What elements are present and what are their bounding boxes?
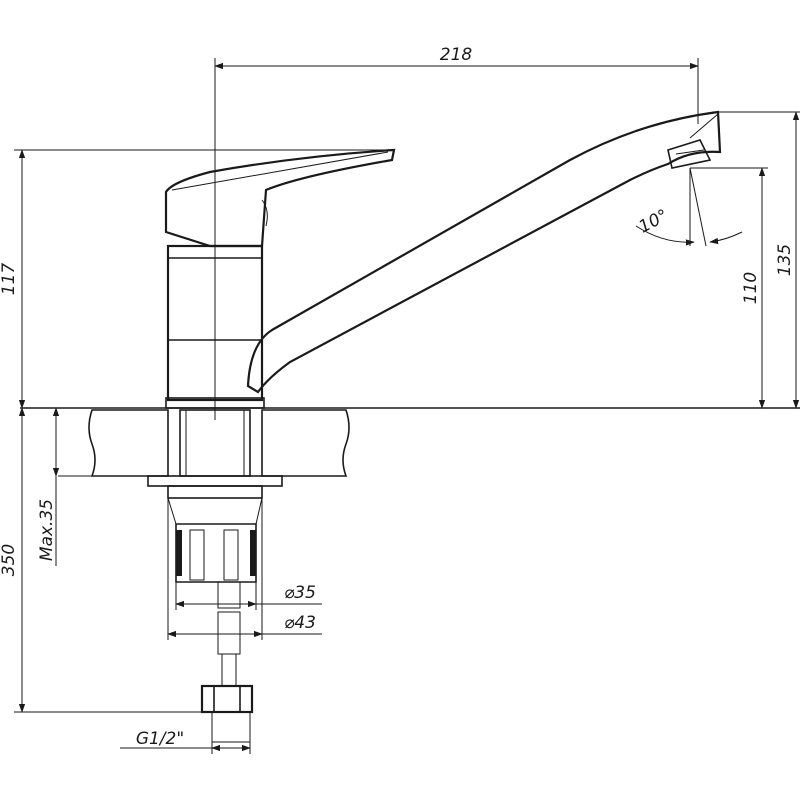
dimension-110: 110 <box>690 167 768 409</box>
dim-thread-size: G1/2" <box>136 729 184 749</box>
dim-spout-reach: 218 <box>440 45 473 65</box>
dimension-g12: G1/2" <box>120 729 251 754</box>
dimension-117: 117 <box>0 149 390 409</box>
spout <box>246 110 722 394</box>
aerator <box>667 139 712 169</box>
dimension-angle-10: 10° <box>636 167 743 247</box>
dim-outer-diameter: ⌀43 <box>284 613 316 633</box>
mounting-plate <box>167 485 263 499</box>
dim-max-thickness: Max.35 <box>37 499 57 561</box>
dimension-350: 350 <box>0 407 206 713</box>
counter-hatch-left <box>88 409 169 477</box>
countertop-section <box>20 407 800 477</box>
lever-handle <box>164 148 396 248</box>
threaded-rod <box>217 581 241 609</box>
dimension-135: 135 <box>712 111 800 409</box>
mounting-nut <box>175 523 257 583</box>
dim-outlet-angle: 10° <box>636 206 672 238</box>
dim-body-height: 117 <box>0 263 19 296</box>
counter-hatch-right <box>261 409 350 477</box>
mounting-washer <box>147 475 283 487</box>
dim-hose-length: 350 <box>0 544 19 576</box>
dim-outlet-height: 110 <box>741 272 761 304</box>
faucet-body <box>164 110 722 409</box>
dimension-max35: Max.35 <box>37 407 60 566</box>
dimension-218: 218 <box>214 45 699 124</box>
braided-hose <box>217 611 241 655</box>
hose-fitting-nut <box>200 684 254 714</box>
dimension-d43: ⌀43 <box>167 498 322 640</box>
dim-inner-diameter: ⌀35 <box>284 583 316 603</box>
dimension-d35: ⌀35 <box>175 582 322 610</box>
dim-spout-height: 135 <box>775 244 795 276</box>
